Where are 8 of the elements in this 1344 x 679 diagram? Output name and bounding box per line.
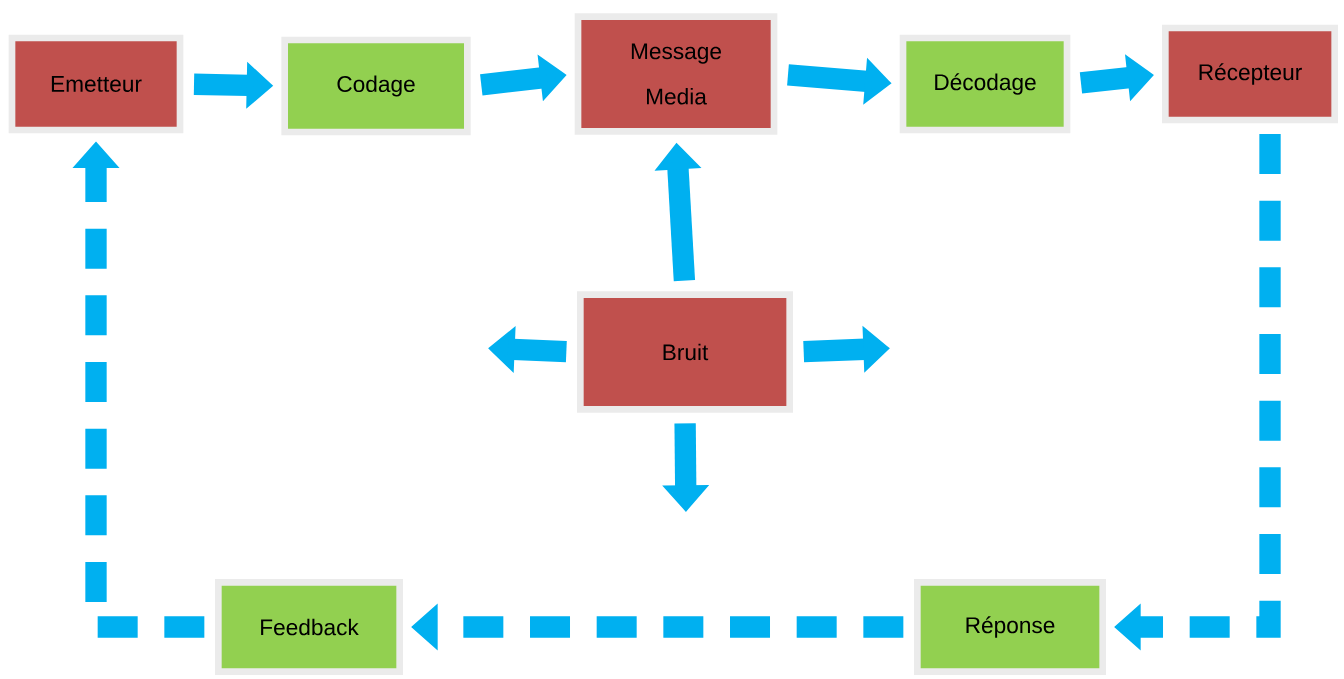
process-box: Décodage [899, 34, 1071, 134]
process-box: Feedback [215, 579, 403, 675]
process-box: Bruit [577, 291, 793, 413]
process-box: Message Media [574, 13, 778, 135]
process-box: Emetteur [8, 34, 184, 134]
process-box: Codage [281, 36, 471, 136]
process-box: Réponse [914, 579, 1106, 675]
process-box: Récepteur [1162, 24, 1338, 124]
